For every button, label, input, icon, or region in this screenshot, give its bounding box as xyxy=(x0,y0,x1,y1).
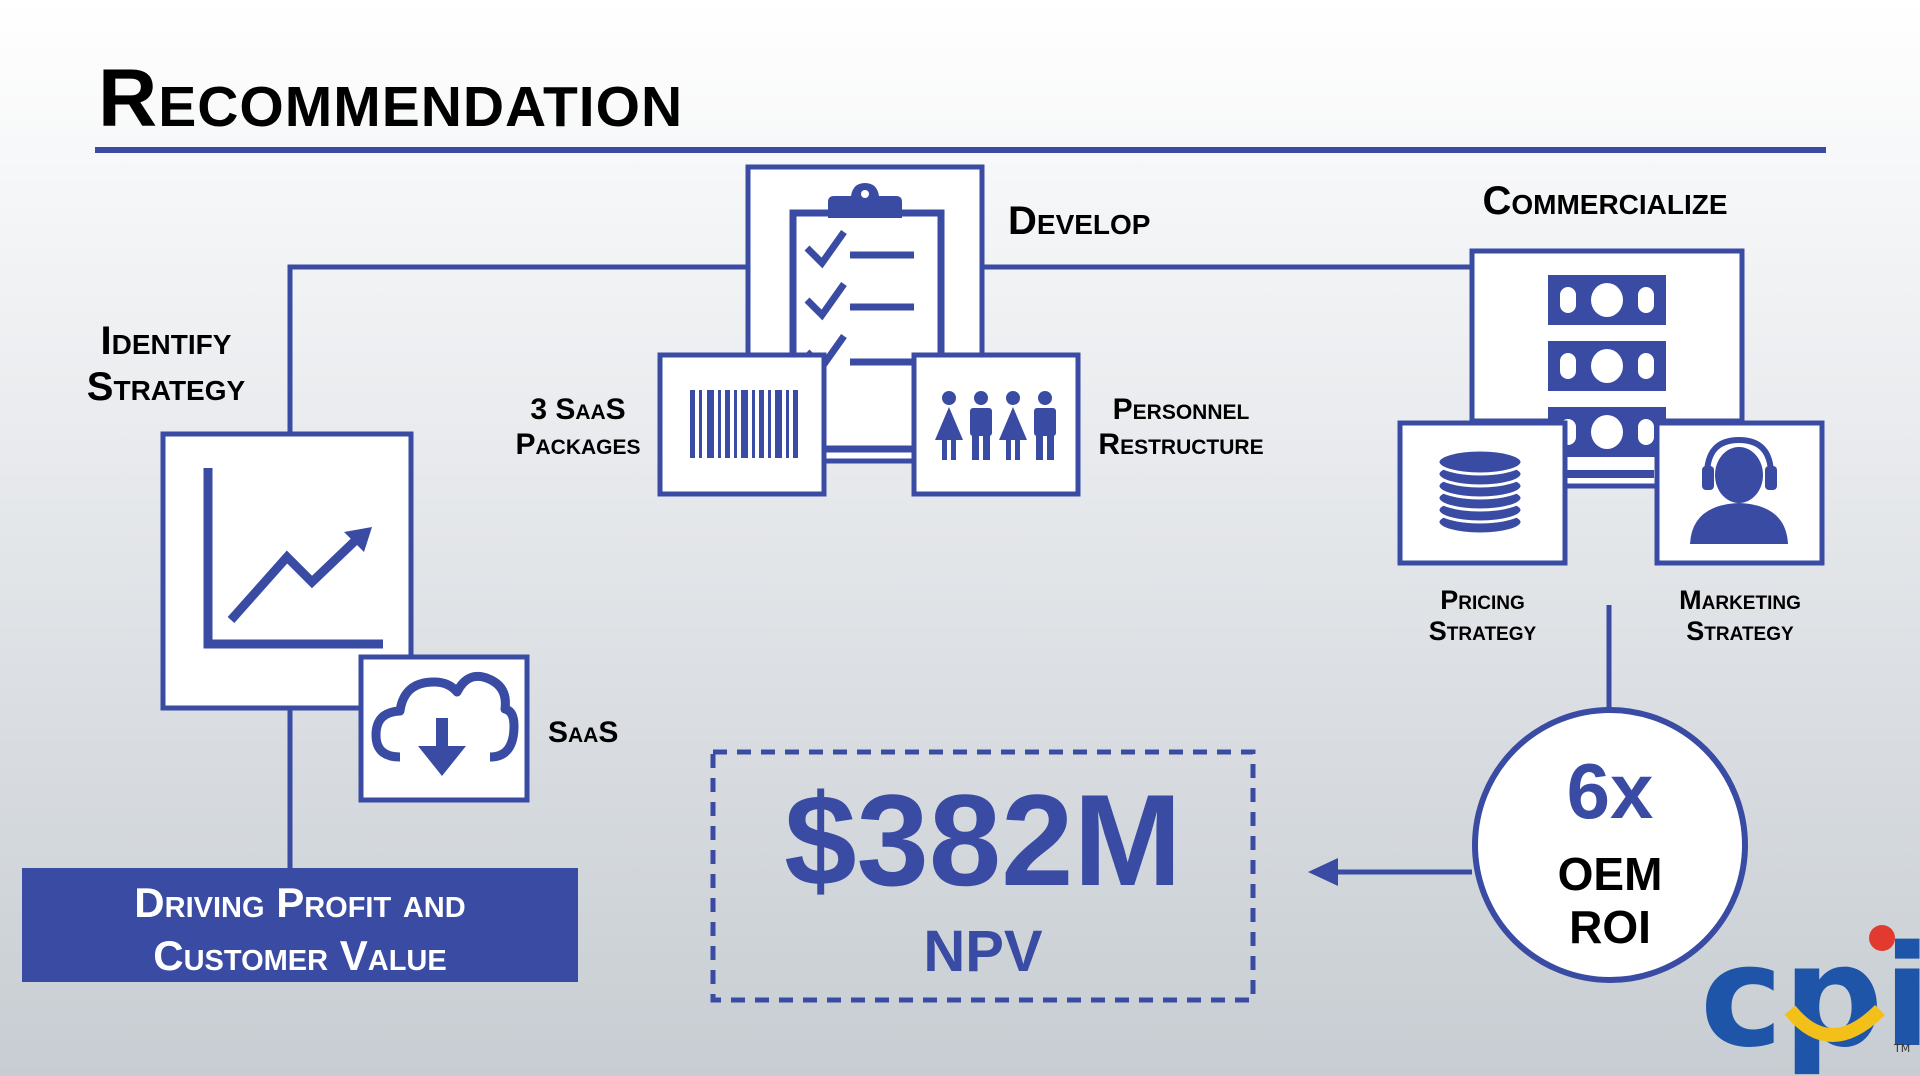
page-title: Recommendation xyxy=(98,53,684,144)
npv-label: NPV xyxy=(923,919,1043,984)
saas-label: SaaS xyxy=(548,716,619,749)
roi-label: OEM ROI xyxy=(1557,848,1663,953)
personnel-restructure-label: Personnel Restructure xyxy=(1098,393,1264,461)
svg-text:TM: TM xyxy=(1893,1042,1910,1055)
pricing-strategy-label: Pricing Strategy xyxy=(1428,585,1537,647)
stage-identify-label: Identify Strategy xyxy=(86,319,246,409)
npv-box xyxy=(710,749,1256,1003)
stage-commercialize-label: Commercialize xyxy=(1482,179,1728,223)
value-banner-text: Driving Profit and Customer Value xyxy=(134,879,466,979)
npv-value: $382M xyxy=(784,767,1182,913)
roi-circle xyxy=(1472,707,1748,983)
saas-packages-label: 3 SaaS Packages xyxy=(515,393,641,461)
barcode-icon xyxy=(657,352,827,497)
people-icon xyxy=(911,352,1081,497)
stage-develop-label: Develop xyxy=(1008,199,1151,243)
arrow-to-npv xyxy=(1308,858,1338,886)
value-banner xyxy=(22,868,578,982)
cpi-logo: cpi TM xyxy=(1700,916,1920,1076)
cloud-download-icon xyxy=(358,654,530,803)
coin-stack-icon xyxy=(1397,420,1568,566)
marketing-strategy-label: Marketing Strategy xyxy=(1679,585,1801,647)
connector-lines xyxy=(287,264,1612,875)
roi-value: 6x xyxy=(1566,747,1654,835)
headset-person-icon xyxy=(1654,420,1825,566)
